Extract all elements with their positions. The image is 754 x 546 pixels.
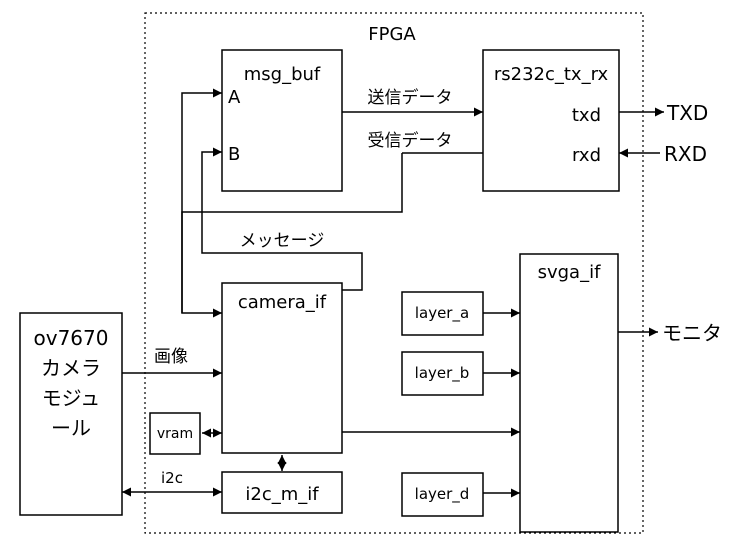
layer-b-label: layer_b — [415, 364, 470, 383]
ov7670-line-3: モジュ — [42, 386, 101, 410]
layer-d-label: layer_d — [415, 485, 470, 504]
txd-out-label: TXD — [666, 101, 708, 125]
i2c-label: i2c — [161, 469, 183, 487]
rs232c-rxd-port: rxd — [572, 145, 601, 166]
fpga-boundary — [144, 12, 644, 534]
msg-buf-block: msg_buf A B — [221, 49, 343, 192]
message-label: メッセージ — [240, 231, 325, 251]
vram-block: vram — [149, 412, 201, 455]
ov7670-line-2: カメラ — [41, 356, 101, 380]
msg-buf-label: msg_buf — [244, 64, 321, 85]
camera-if-label: camera_if — [238, 292, 327, 313]
vram-label: vram — [157, 426, 193, 442]
svga-if-label: svga_if — [538, 262, 601, 283]
layer-b-block: layer_b — [401, 351, 484, 396]
i2c-m-if-label: i2c_m_if — [245, 484, 319, 505]
svga-if-block: svga_if — [519, 253, 619, 533]
ov7670-line-4: ール — [51, 416, 91, 440]
rxd-in-label: RXD — [664, 142, 707, 166]
recv-data-label: 受信データ — [368, 130, 453, 151]
rs232c-block: rs232c_tx_rx txd rxd — [482, 49, 620, 192]
camera-if-block: camera_if — [221, 282, 343, 454]
port-a-route — [181, 88, 222, 313]
layer-a-block: layer_a — [401, 291, 484, 336]
rs232c-txd-port: txd — [572, 105, 601, 126]
msg-buf-port-b: B — [228, 144, 240, 165]
layer-d-block: layer_d — [401, 472, 484, 517]
fpga-label: FPGA — [368, 24, 416, 45]
message-route — [201, 147, 363, 291]
i2c-m-if-block: i2c_m_if — [221, 471, 343, 514]
send-data-label: 送信データ — [368, 87, 453, 108]
image-label: 画像 — [154, 347, 188, 367]
ov7670-camera-module-block: ov7670 カメラ モジュ ール — [19, 312, 123, 516]
msg-buf-port-a: A — [228, 87, 241, 108]
ov7670-line-1: ov7670 — [34, 326, 109, 350]
monitor-label: モニタ — [662, 321, 722, 345]
rs232c-label: rs232c_tx_rx — [494, 64, 609, 85]
layer-a-label: layer_a — [415, 304, 469, 323]
